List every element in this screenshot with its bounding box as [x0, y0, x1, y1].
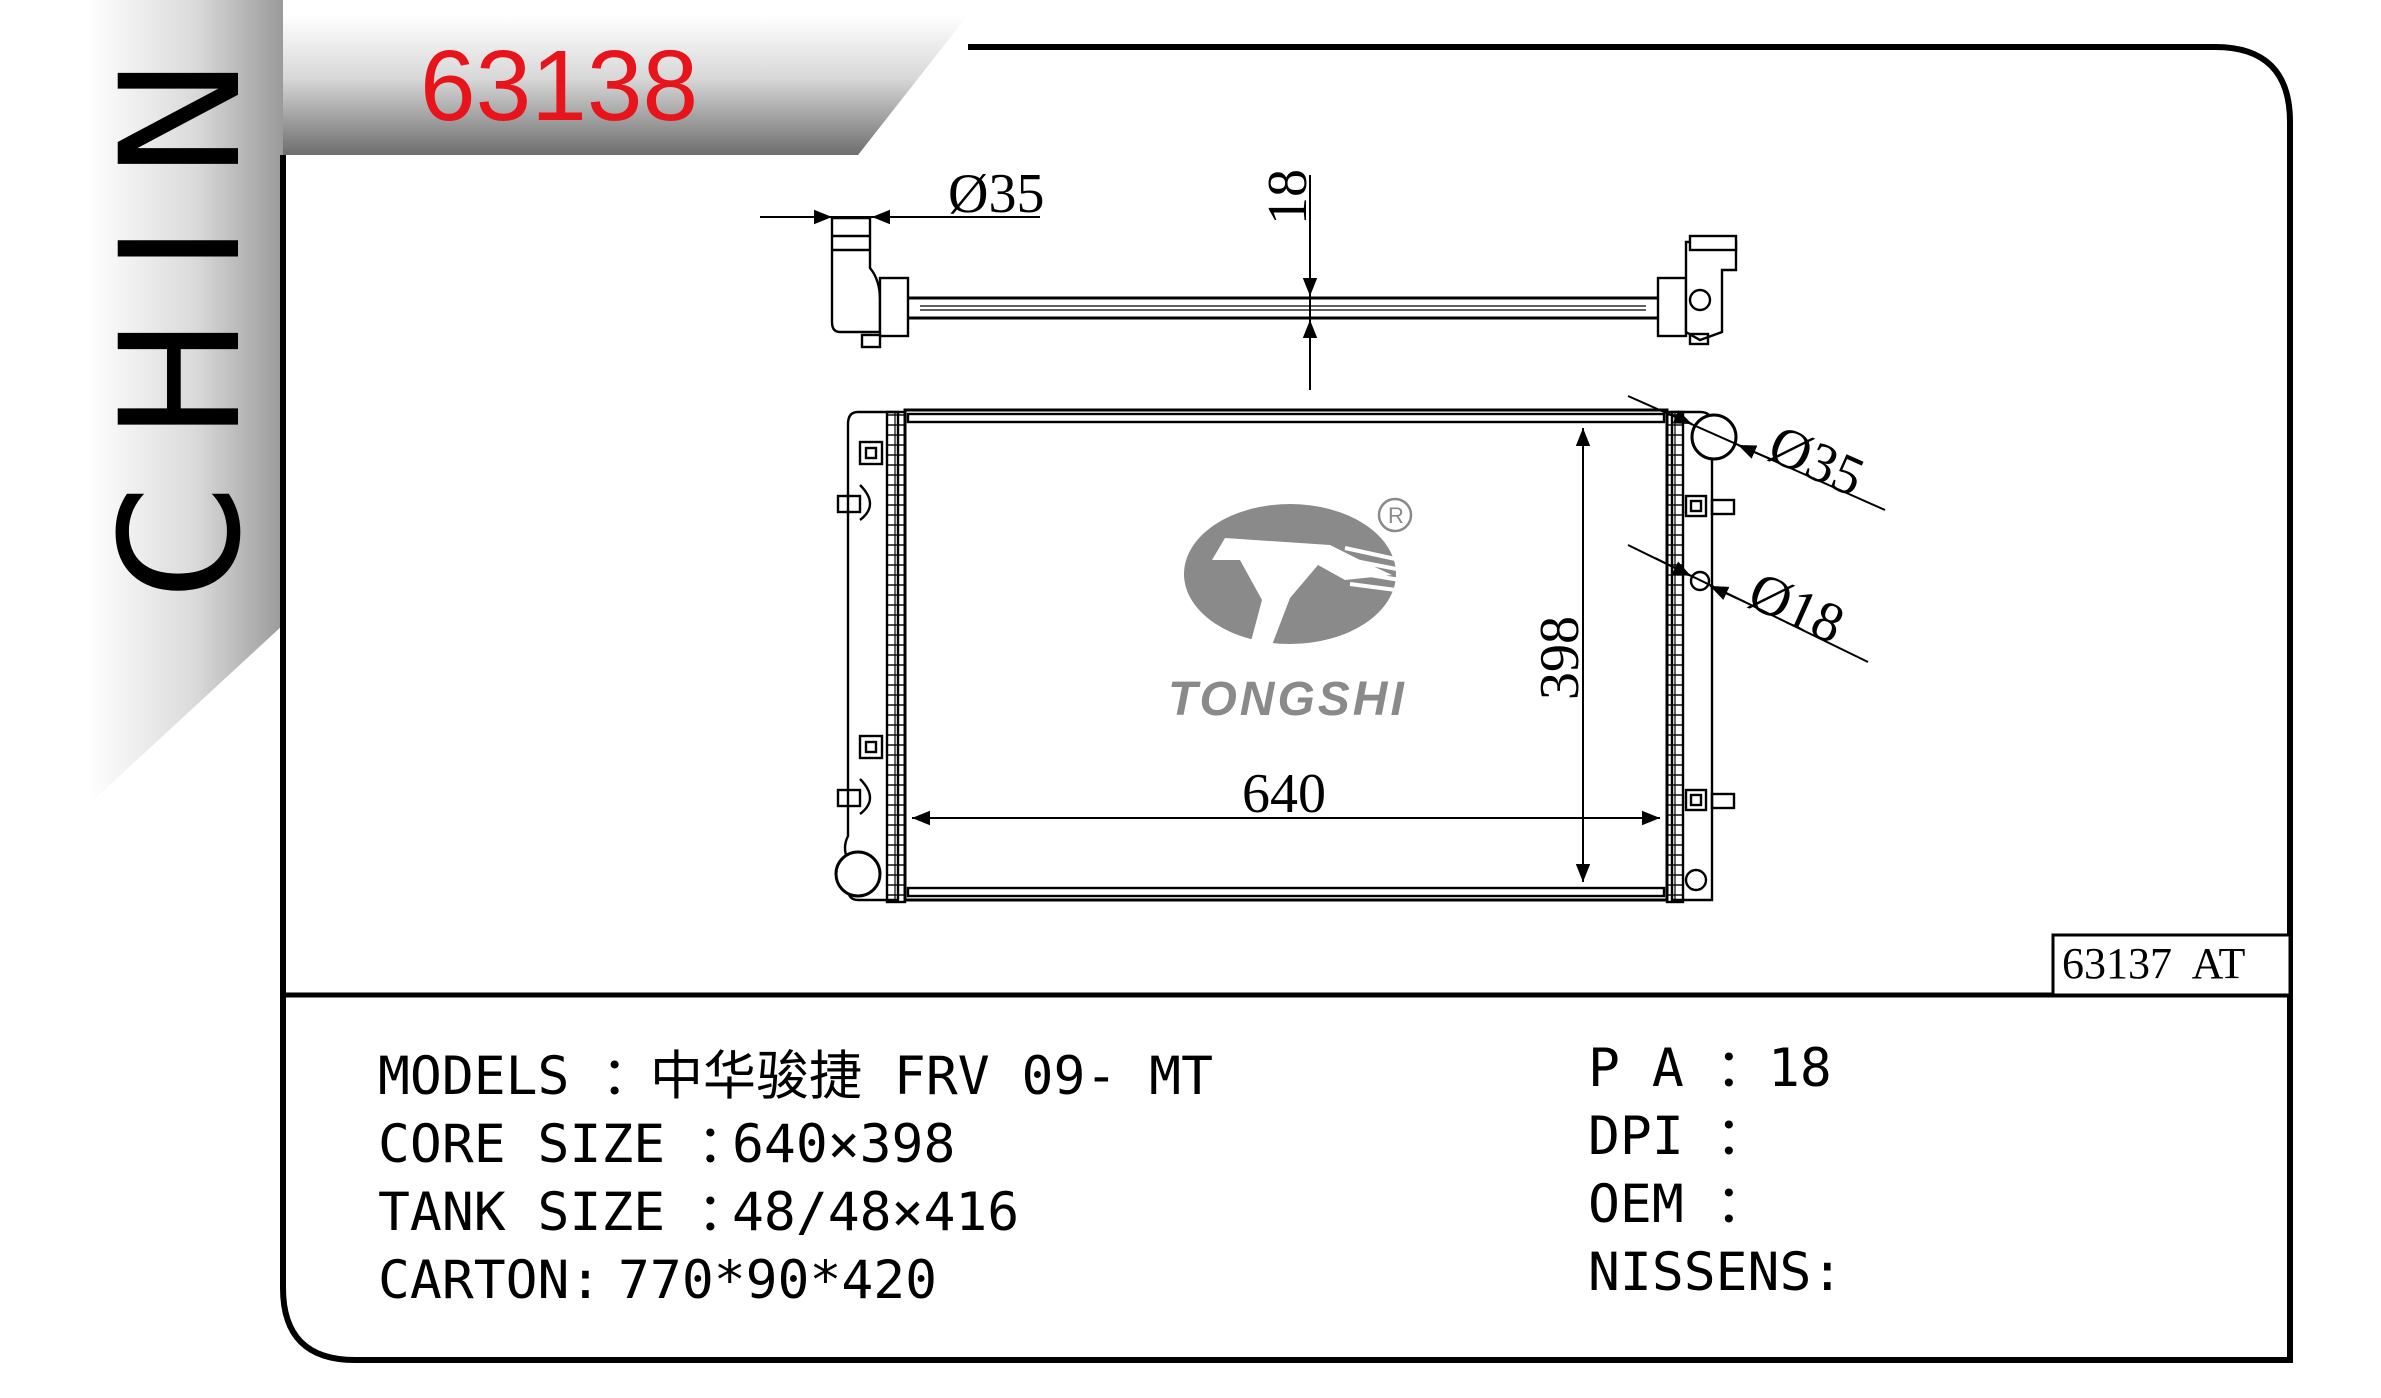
- title-banner: [283, 15, 968, 155]
- reference-label: 63137 AT: [2062, 939, 2245, 988]
- spec-core-size-value: 640×398: [732, 1114, 956, 1175]
- dim-small-port-dia: Ø18: [1740, 560, 1853, 656]
- spec-carton-value: 770*90*420: [618, 1250, 938, 1311]
- side-banner: [88, 0, 283, 805]
- reference-box: [2051, 933, 2292, 997]
- dim-outlet-dia: Ø35: [1760, 413, 1873, 509]
- dim-tube-depth: 18: [1257, 169, 1319, 225]
- dim-core-height: 398: [1529, 616, 1591, 700]
- spec-tank-size-label: TANK SIZE ：: [378, 1182, 751, 1243]
- spec-pa-value: 18: [1768, 1038, 1832, 1099]
- spec-dpi-label: DPI ：: [1588, 1106, 1769, 1167]
- tongshi-logo: R TONGSHI: [1168, 497, 1413, 726]
- spec-models-value: 中华骏捷 FRV 09- MT: [650, 1046, 1213, 1107]
- spec-models-label: MODELS ：: [378, 1046, 655, 1107]
- spec-nissens-label: NISSENS:: [1588, 1242, 1844, 1303]
- spec-core-size-label: CORE SIZE ：: [378, 1114, 751, 1175]
- dim-outlet-arrow-2: [1737, 444, 1781, 464]
- spec-oem-label: OEM ：: [1588, 1174, 1769, 1235]
- registered-mark: R: [1388, 503, 1404, 528]
- spec-carton-label: CARTON:: [378, 1250, 602, 1311]
- spec-pa-label: P A ：: [1588, 1038, 1769, 1099]
- front-view: [834, 408, 1738, 904]
- side-label: CHINE: [85, 0, 277, 600]
- top-view: [830, 216, 1738, 349]
- dim-port-arrow: [1654, 557, 1692, 577]
- dim-port-arrow-2: [1709, 585, 1746, 603]
- dim-core-width: 640: [1242, 763, 1326, 825]
- brand-name: TONGSHI: [1168, 673, 1407, 726]
- dim-outlet-arrow: [1659, 409, 1693, 425]
- dim-top-inlet-dia: Ø35: [948, 163, 1044, 225]
- spec-tank-size-value: 48/48×416: [732, 1182, 1020, 1243]
- drawing-frame: [280, 44, 2293, 1363]
- part-number: 63138: [420, 30, 698, 142]
